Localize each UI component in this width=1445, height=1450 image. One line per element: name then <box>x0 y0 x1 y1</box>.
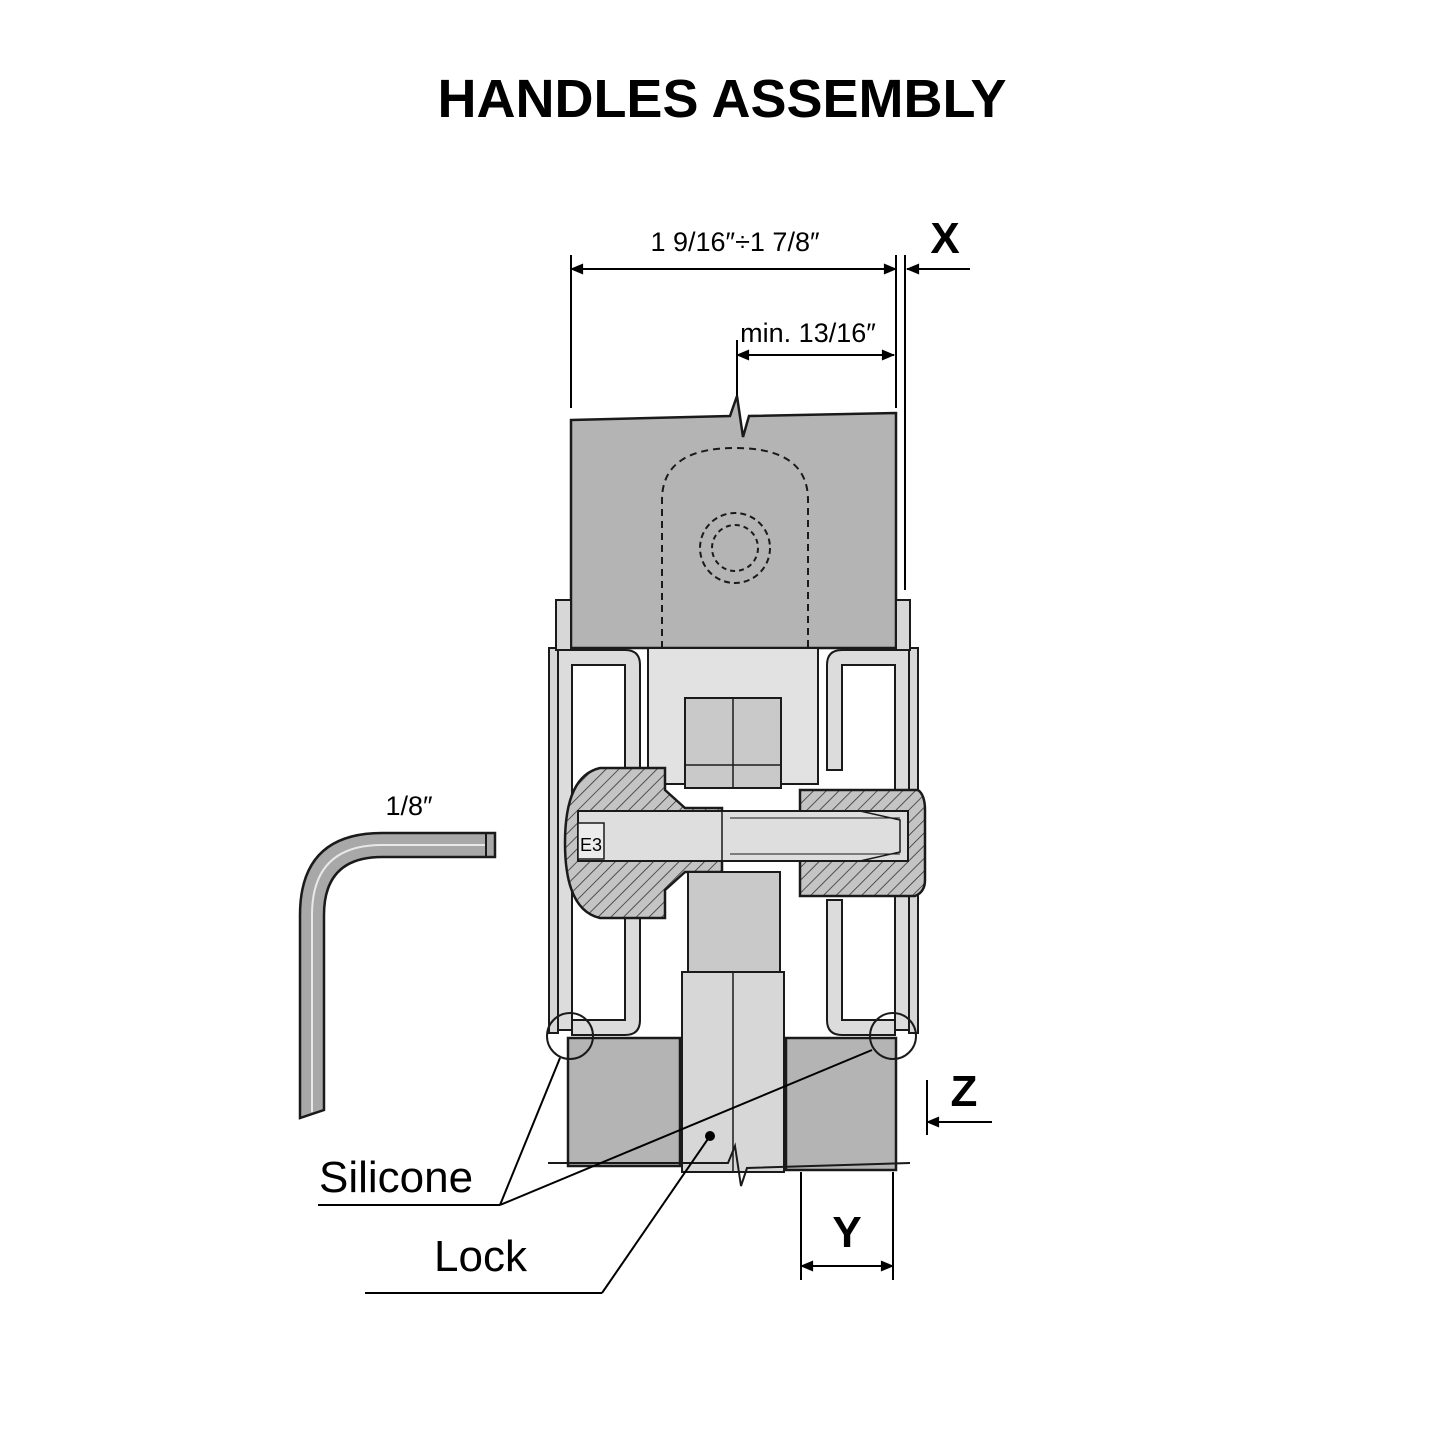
dimension-overall-label: 1 9/16″÷1 7/8″ <box>650 227 819 257</box>
dimension-min-depth-label: min. 13/16″ <box>740 318 876 348</box>
dimension-z-label: Z <box>951 1067 978 1116</box>
lower-spindle <box>681 871 785 1173</box>
dimension-x-label: X <box>930 214 959 263</box>
screw-assembly: E3 <box>563 766 927 920</box>
lower-panel <box>566 1036 898 1172</box>
spindle <box>647 647 819 789</box>
silicone-callout-label: Silicone <box>319 1153 473 1202</box>
callout-leaders <box>318 1049 873 1294</box>
hex-key-size-label: 1/8″ <box>385 791 433 821</box>
svg-text:E3: E3 <box>580 835 602 855</box>
handle-brackets <box>557 649 910 1036</box>
dimension-y-label: Y <box>832 1208 861 1257</box>
page-title: HANDLES ASSEMBLY <box>437 69 1006 129</box>
lock-callout-label: Lock <box>434 1232 528 1281</box>
upper-panel <box>569 395 898 650</box>
hex-key-icon <box>298 831 497 1120</box>
panel-break-line <box>548 1142 911 1187</box>
dimension-lines <box>569 255 992 1280</box>
silicone-markers <box>546 1012 917 1060</box>
